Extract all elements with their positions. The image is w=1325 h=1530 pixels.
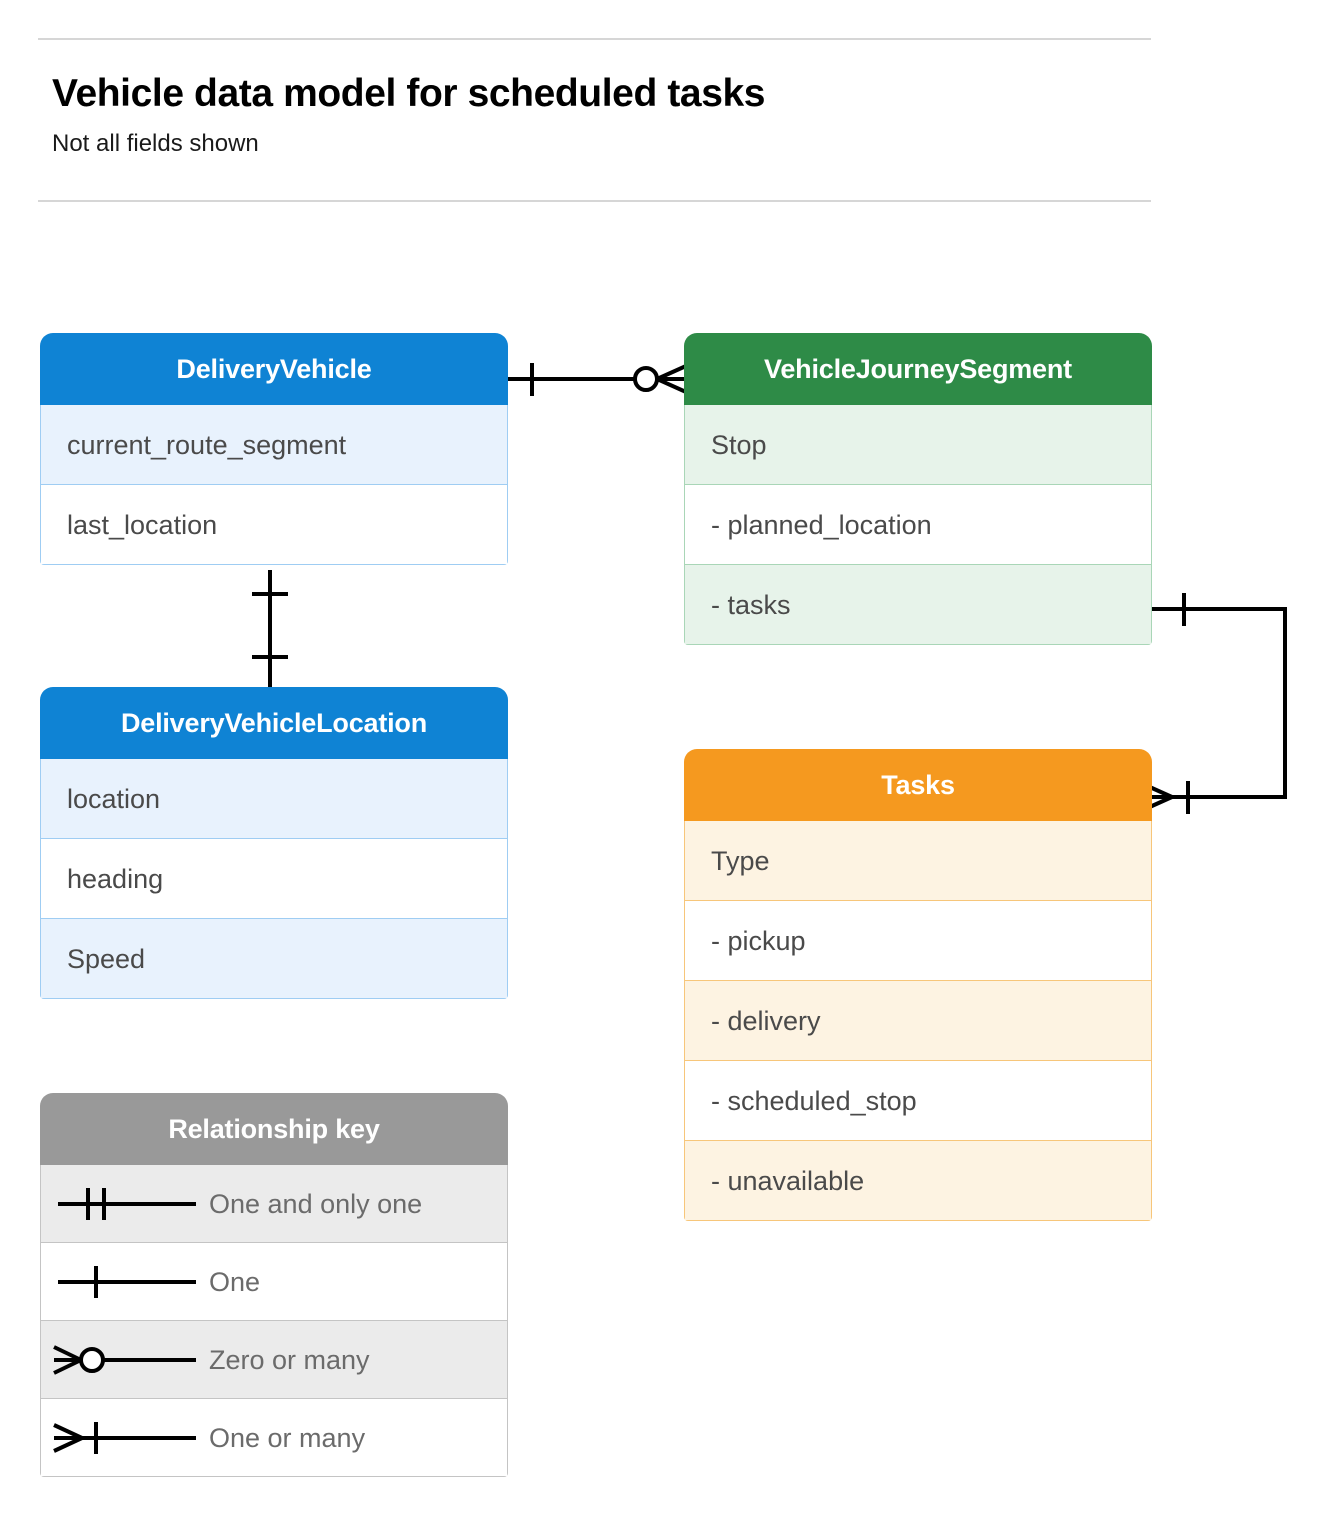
one-or-many-icon [41,1418,209,1458]
entity-field: current_route_segment [40,405,508,485]
legend-label: Zero or many [209,1344,370,1375]
page-subtitle: Not all fields shown [52,130,259,157]
entity-field: - scheduled_stop [684,1061,1152,1141]
legend-title: Relationship key [40,1093,508,1165]
legend-item-one-and-only-one: One and only one [40,1165,508,1243]
entity-field: Stop [684,405,1152,485]
connector-segment-tasks-to-tasks [1142,593,1287,814]
entity-field: Speed [40,919,508,999]
entity-title-delivery-vehicle-location: DeliveryVehicleLocation [40,687,508,759]
entity-field: - delivery [684,981,1152,1061]
legend-item-one-or-many: One or many [40,1399,508,1477]
header-divider-bottom [38,200,1151,202]
entity-title-tasks: Tasks [684,749,1152,821]
page-title: Vehicle data model for scheduled tasks [52,72,766,115]
entity-delivery-vehicle-location[interactable]: DeliveryVehicleLocation location heading… [40,687,508,999]
entity-field: - planned_location [684,485,1152,565]
entity-field: last_location [40,485,508,565]
legend-item-zero-or-many: Zero or many [40,1321,508,1399]
legend-label: One [209,1266,261,1297]
legend-label: One or many [209,1422,366,1453]
connector-vehicle-to-location [252,570,288,687]
one-icon [41,1262,209,1302]
relationship-key-legend[interactable]: Relationship key One and only one One [40,1093,508,1477]
entity-field: - pickup [684,901,1152,981]
entity-field: - unavailable [684,1141,1152,1221]
entity-vehicle-journey-segment[interactable]: VehicleJourneySegment Stop - planned_loc… [684,333,1152,645]
entity-field: heading [40,839,508,919]
legend-item-one: One [40,1243,508,1321]
header-divider-top [38,38,1151,40]
entity-title-vehicle-journey-segment: VehicleJourneySegment [684,333,1152,405]
entity-title-delivery-vehicle: DeliveryVehicle [40,333,508,405]
one-and-only-one-icon [41,1184,209,1224]
zero-or-many-icon [41,1340,209,1380]
connector-vehicle-to-segment [508,363,687,396]
entity-field: location [40,759,508,839]
entity-tasks[interactable]: Tasks Type - pickup - delivery - schedul… [684,749,1152,1221]
entity-delivery-vehicle[interactable]: DeliveryVehicle current_route_segment la… [40,333,508,565]
entity-field: Type [684,821,1152,901]
entity-field: - tasks [684,565,1152,645]
legend-label: One and only one [209,1188,423,1219]
